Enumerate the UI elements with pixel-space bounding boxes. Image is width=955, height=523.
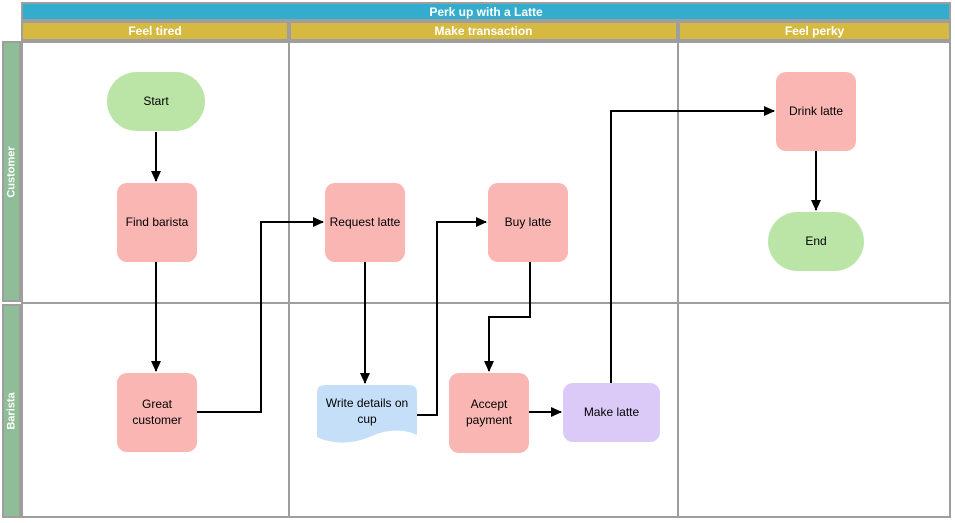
lane-label-customer: Customer xyxy=(2,41,21,302)
lane-label-text: Barista xyxy=(5,392,18,430)
node-drink-latte[interactable]: Drink latte xyxy=(776,72,856,151)
node-make-latte[interactable]: Make latte xyxy=(563,383,660,442)
node-label: Request latte xyxy=(329,214,401,229)
phase-header-feel-tired: Feel tired xyxy=(21,21,289,41)
document-shape-icon xyxy=(317,385,417,443)
node-label: Find barista xyxy=(125,214,189,229)
node-label: Great customer xyxy=(132,396,182,427)
phase-header-label: Feel perky xyxy=(784,24,845,38)
diagram-title: Perk up with a Latte xyxy=(429,4,543,19)
node-request-latte[interactable]: Request latte xyxy=(325,183,405,262)
diagram-title-bar: Perk up with a Latte xyxy=(21,2,951,21)
node-label: Accept payment xyxy=(465,397,513,427)
node-label: Start xyxy=(143,93,169,108)
phase-divider-1 xyxy=(288,41,290,518)
node-buy-latte[interactable]: Buy latte xyxy=(488,183,568,262)
node-end-terminator[interactable]: End xyxy=(768,212,864,271)
lane-label-text: Customer xyxy=(5,145,18,198)
node-label: Write details on cup xyxy=(325,395,409,426)
node-label: Drink latte xyxy=(788,103,844,118)
node-accept-payment[interactable]: Accept payment xyxy=(449,373,529,453)
document-shape-path xyxy=(317,385,417,443)
node-label: End xyxy=(805,233,827,248)
phase-header-make-transaction: Make transaction xyxy=(289,21,678,41)
node-start-terminator[interactable]: Start xyxy=(107,72,205,131)
node-great-customer[interactable]: Great customer xyxy=(117,373,197,452)
node-write-details-on-cup-document[interactable]: Write details on cup xyxy=(317,385,417,448)
node-find-barista[interactable]: Find barista xyxy=(117,183,197,262)
lane-label-barista: Barista xyxy=(2,304,21,518)
node-label: Make latte xyxy=(583,404,640,419)
lane-divider xyxy=(21,302,951,304)
phase-header-label: Make transaction xyxy=(434,24,533,38)
phase-header-label: Feel tired xyxy=(128,24,182,38)
phase-header-feel-perky: Feel perky xyxy=(678,21,951,41)
phase-divider-2 xyxy=(677,41,679,518)
node-label: Buy latte xyxy=(504,214,552,229)
